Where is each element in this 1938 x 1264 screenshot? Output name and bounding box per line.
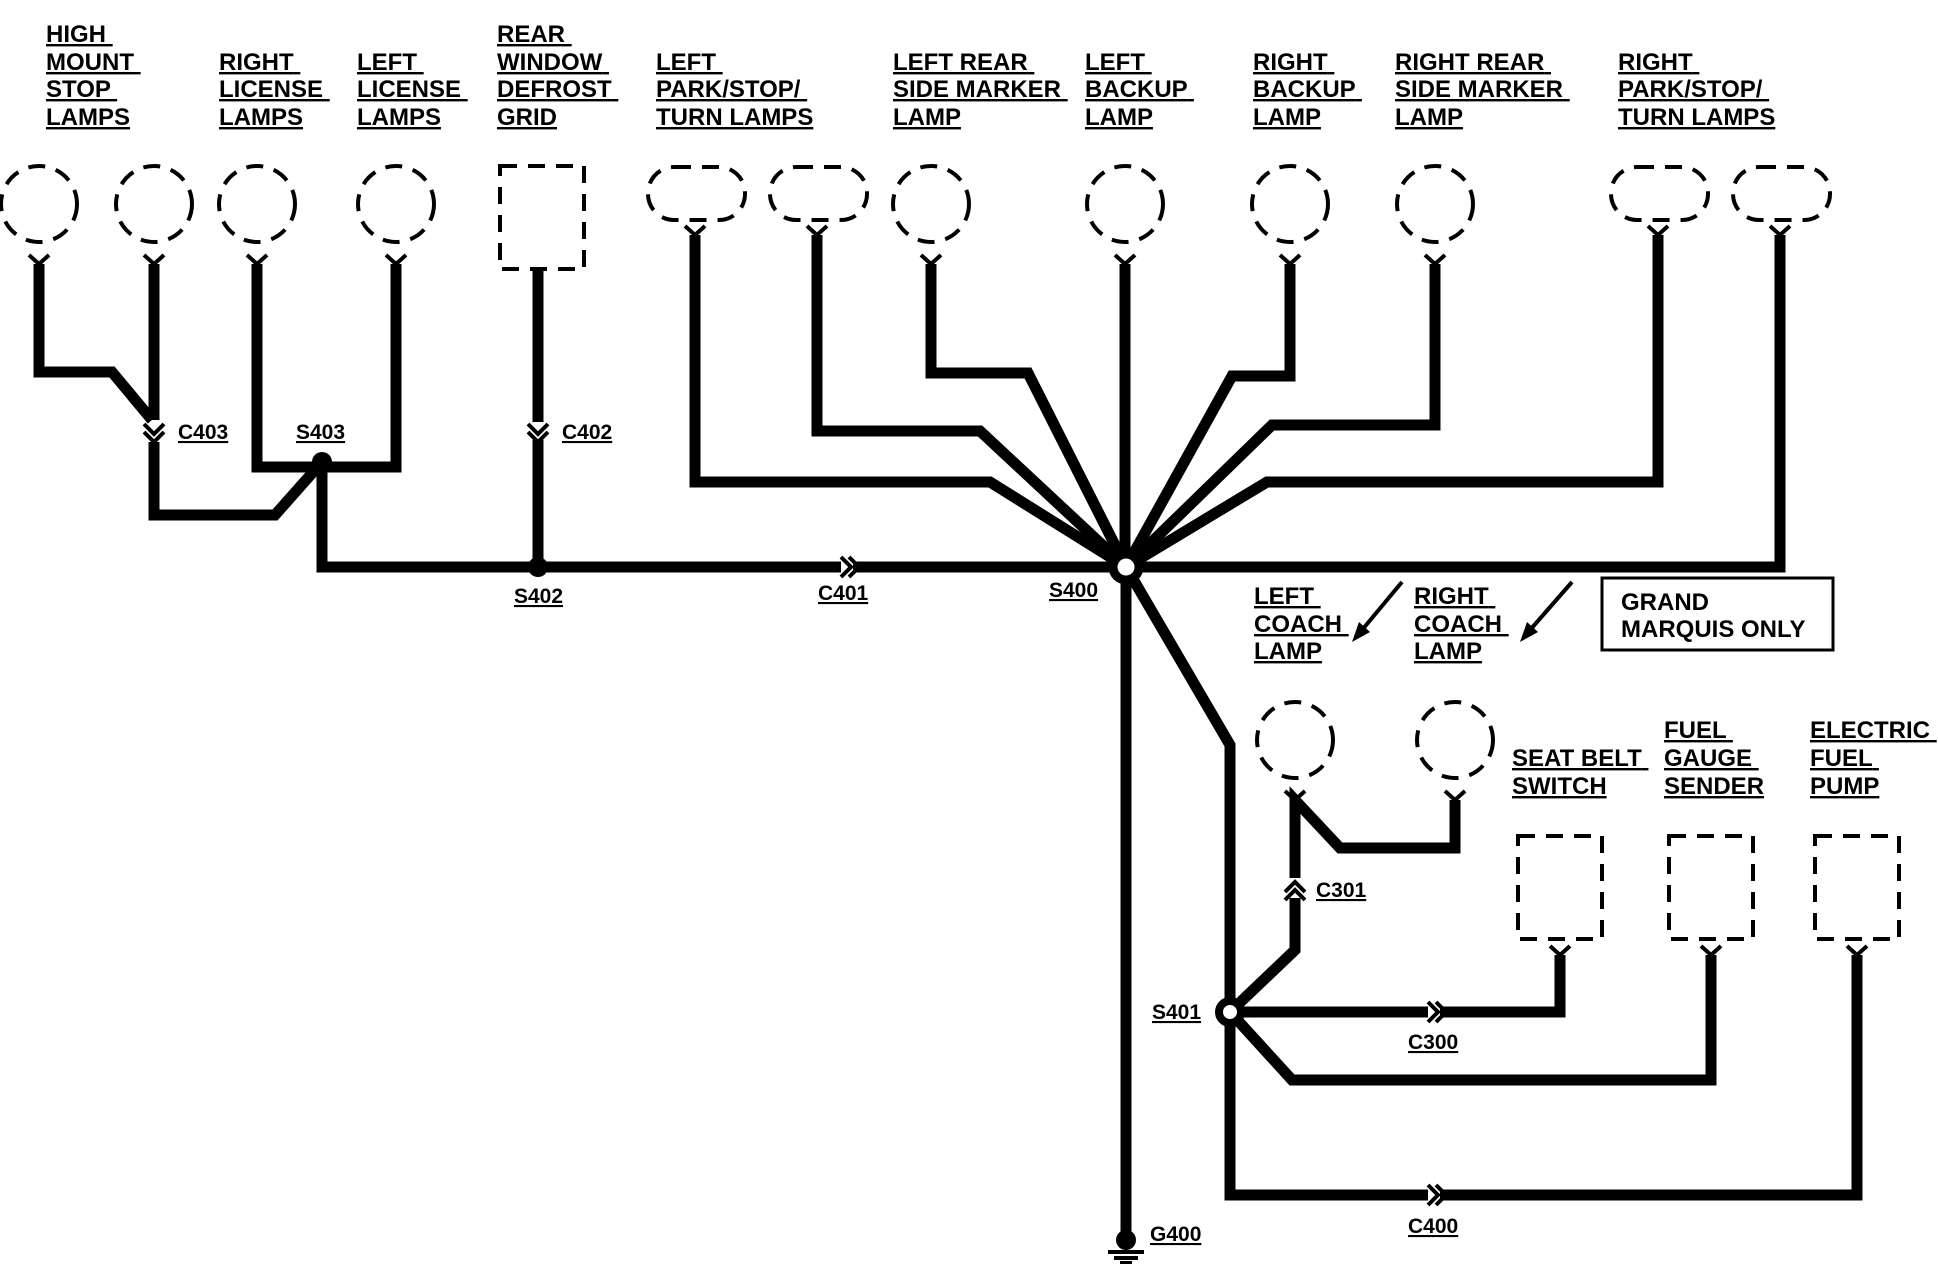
wire-left-coach: [1289, 786, 1461, 878]
arrow-head-icon: [1520, 622, 1538, 642]
label-s401: S401: [1152, 1001, 1201, 1024]
right-coach-lamp: [1415, 700, 1495, 780]
label-left-license-lamps: LEFT LICENSE LAMPS: [357, 49, 468, 131]
label-seat-belt-switch: SEAT BELT SWITCH: [1512, 745, 1648, 800]
label-right-coach-lamp: RIGHT COACH LAMP: [1414, 583, 1509, 665]
wire-c403-to-s403: [148, 442, 327, 521]
g400-ground-dot: [1116, 1230, 1136, 1250]
label-c300: C300: [1408, 1031, 1458, 1054]
electric-fuel-pump: [1813, 834, 1901, 941]
s401-splice-dot: [1215, 997, 1245, 1027]
c403-connector-symbol: [142, 422, 166, 445]
rear-window-defrost-grid: [498, 164, 586, 271]
label-c402: C402: [562, 421, 612, 444]
seat-belt-switch: [1516, 834, 1604, 941]
label-left-park-stop-turn-lamps: LEFT PARK/STOP/ TURN LAMPS: [656, 49, 813, 131]
right-backup-lamp: [1250, 164, 1330, 244]
c400-connector-symbol: [1426, 1183, 1449, 1207]
label-right-rear-side-marker-lamp: RIGHT REAR SIDE MARKER LAMP: [1395, 49, 1570, 131]
label-left-backup-lamp: LEFT BACKUP LAMP: [1085, 49, 1194, 131]
wire-right-park-2: [1126, 235, 1786, 573]
c301-connector-symbol: [1283, 879, 1307, 902]
wire-fuel-gauge: [1225, 955, 1717, 1086]
wire-left-park-1: [689, 235, 1129, 572]
label-right-license-lamps: RIGHT LICENSE LAMPS: [219, 49, 330, 131]
s403-splice-dot: [312, 452, 332, 472]
grand-marquis-note-text: GRAND MARQUIS ONLY: [1621, 589, 1805, 643]
wire-right-rear-marker: [1122, 264, 1441, 571]
s400-splice-dot: [1108, 549, 1144, 585]
label-high-mount-stop-lamps: HIGH MOUNT STOP LAMPS: [46, 21, 141, 131]
left-rear-side-marker-lamp: [891, 164, 971, 244]
wire-c400-to-fuel-pump: [1440, 955, 1863, 1201]
wires: [33, 235, 1863, 1240]
label-right-park-stop-turn-lamps: RIGHT PARK/STOP/ TURN LAMPS: [1618, 49, 1775, 131]
wire-left-rear-marker: [925, 264, 1131, 570]
high-mount-stop-lamp-left: [0, 164, 79, 244]
wire-high-mount-left: [33, 264, 157, 424]
right-park-stop-turn-lamp-2: [1731, 165, 1832, 222]
left-park-stop-turn-lamp-1: [646, 165, 747, 222]
right-license-lamp: [217, 164, 297, 244]
component-symbols: [0, 164, 1901, 941]
grand-marquis-note-box: [1600, 576, 1835, 652]
fuel-gauge-sender: [1667, 834, 1755, 941]
label-s400: S400: [1049, 579, 1098, 602]
label-s402: S402: [514, 585, 563, 608]
wire-right-backup: [1121, 264, 1296, 570]
wire-right-license: [251, 264, 322, 473]
splices: [312, 452, 1245, 1264]
wire-s401-to-c400: [1224, 1012, 1428, 1201]
wire-s400-to-s401: [1121, 564, 1236, 1012]
label-c400: C400: [1408, 1215, 1458, 1238]
label-rear-window-defrost-grid: REAR WINDOW DEFROST GRID: [497, 21, 618, 131]
ground-icon: [1108, 1250, 1144, 1264]
label-c301: C301: [1316, 879, 1367, 902]
wire-c300-to-seat-belt: [1440, 955, 1566, 1018]
wire-s403-to-s402: [316, 462, 538, 573]
callout-arrows: [1352, 580, 1574, 642]
wire-left-park-2: [811, 235, 1130, 572]
label-c403: C403: [178, 421, 228, 444]
c300-connector-symbol: [1426, 1000, 1449, 1024]
terminal-pins: [27, 224, 1869, 958]
right-rear-side-marker-lamp: [1395, 164, 1475, 244]
label-c401: C401: [818, 582, 869, 605]
label-left-coach-lamp: LEFT COACH LAMP: [1254, 583, 1349, 665]
label-electric-fuel-pump: ELECTRIC FUEL PUMP: [1810, 717, 1937, 800]
left-park-stop-turn-lamp-2: [768, 165, 869, 222]
wire-right-park-1: [1123, 235, 1664, 572]
label-left-rear-side-marker-lamp: LEFT REAR SIDE MARKER LAMP: [893, 49, 1068, 131]
s402-splice-dot: [528, 557, 548, 577]
left-backup-lamp: [1085, 164, 1165, 244]
label-g400: G400: [1150, 1223, 1201, 1246]
wire-left-license: [322, 264, 402, 473]
connector-symbols: [142, 422, 1449, 1207]
label-fuel-gauge-sender: FUEL GAUGE SENDER: [1664, 717, 1764, 800]
label-right-backup-lamp: RIGHT BACKUP LAMP: [1253, 49, 1362, 131]
c401-connector-symbol: [839, 555, 862, 579]
right-park-stop-turn-lamp-1: [1609, 165, 1710, 222]
label-s403: S403: [296, 421, 345, 444]
left-coach-lamp: [1255, 700, 1335, 780]
wire-s401-to-c301: [1226, 898, 1301, 1016]
left-license-lamp: [356, 164, 436, 244]
arrow-head-icon: [1352, 622, 1370, 642]
high-mount-stop-lamp-right: [114, 164, 194, 244]
c402-connector-symbol: [526, 422, 550, 445]
